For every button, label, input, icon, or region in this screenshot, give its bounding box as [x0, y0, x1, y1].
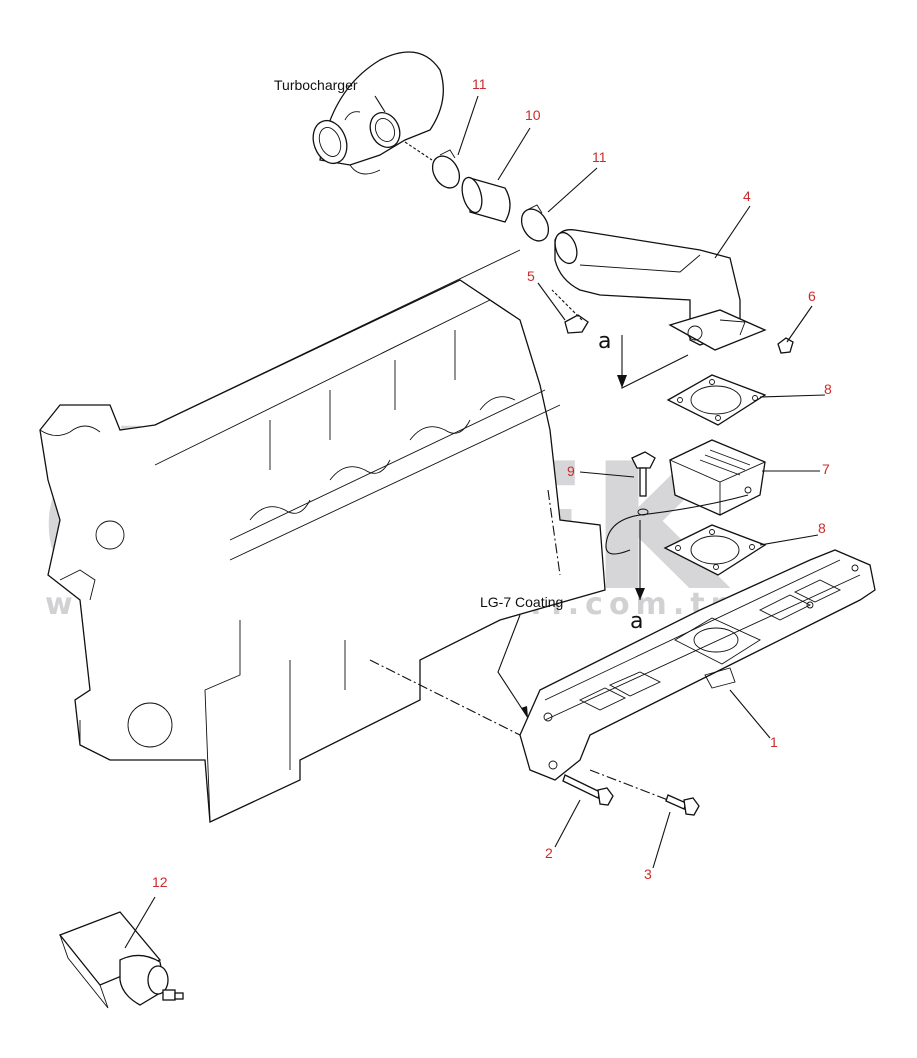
bolt-3: [665, 794, 700, 816]
ref-a-bottom-arrowhead: [635, 588, 645, 600]
bolt-5: [551, 289, 589, 334]
engine-alignment: [547, 489, 561, 576]
bolt-2: [562, 774, 614, 806]
callout-4: 4: [743, 188, 751, 204]
callout-6: 6: [808, 288, 816, 304]
turbocharger-leader: [374, 95, 386, 113]
engine-block: [39, 249, 606, 823]
callout-9: 9: [567, 463, 575, 479]
alignment-line: [369, 659, 521, 736]
callout-12: 12: [152, 874, 168, 890]
heater-wire: [605, 494, 749, 555]
turbocharger-label: Turbocharger: [274, 77, 358, 93]
ref-a-bottom: a: [630, 609, 643, 634]
wire-terminal: [637, 508, 649, 516]
callout-5: 5: [527, 268, 535, 284]
ref-a-top-arrowhead: [617, 375, 627, 388]
hose-clamp-lower: [520, 204, 550, 242]
callout-7: 7: [822, 461, 830, 477]
heater-element-12: [58, 911, 184, 1009]
hose: [461, 176, 511, 223]
callout-11-upper: 11: [472, 76, 487, 92]
callout-8-upper: 8: [824, 381, 832, 397]
coating-arrowhead: [521, 706, 528, 718]
callout-1: 1: [770, 734, 778, 750]
gasket-lower: [663, 524, 767, 576]
callout-2: 2: [545, 845, 553, 861]
coating-label: LG-7 Coating: [480, 594, 563, 610]
intake-manifold: [519, 549, 876, 781]
air-connector: [554, 229, 767, 351]
callout-10: 10: [525, 107, 541, 123]
bolt-6: [777, 337, 794, 354]
callout-3: 3: [644, 866, 652, 882]
bolt-3-alignment: [589, 769, 669, 801]
callout-11-lower: 11: [592, 149, 607, 165]
bolt-9: [631, 451, 656, 497]
coating-leader: [497, 614, 529, 719]
gasket-upper: [666, 374, 767, 426]
ref-a-top: a: [598, 329, 611, 354]
ref-a-top-line: [621, 335, 689, 389]
turbocharger: [312, 51, 444, 175]
callout-8-lower: 8: [818, 520, 826, 536]
hose-clamp-upper: [431, 149, 461, 189]
leader-lines: [124, 95, 826, 949]
